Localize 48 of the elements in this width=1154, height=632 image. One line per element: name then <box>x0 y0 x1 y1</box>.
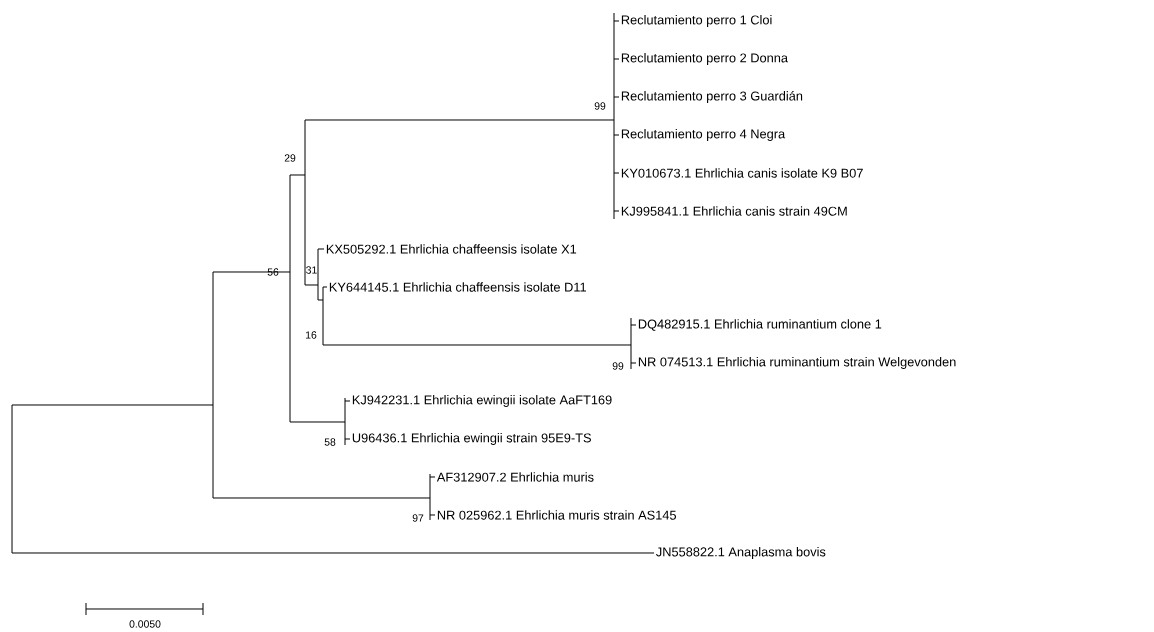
branch-line <box>630 324 637 326</box>
branch-line <box>613 210 620 212</box>
branch-line <box>613 20 620 22</box>
taxon-label: NR 074513.1 Ehrlichia ruminantium strain Welgevonden <box>638 357 956 369</box>
branch-line <box>304 119 615 121</box>
taxon-label: Reclutamiento perro 2 Donna <box>621 53 788 65</box>
branch-line <box>322 344 632 346</box>
taxon-label: AF312907.2 Ehrlichia muris <box>436 472 594 482</box>
branch-line <box>429 514 436 516</box>
taxon-label: NR 025962.1 Ehrlichia muris strain AS145 <box>437 510 676 520</box>
branch-line <box>429 476 436 478</box>
taxon-label: KY644145.1 Ehrlichia chaffeensis isolate D11 <box>329 282 586 292</box>
branch-line <box>11 404 214 406</box>
taxon-label: KJ995841.1 Ehrlichia canis strain 49CM <box>621 206 847 216</box>
branch-line <box>344 438 351 440</box>
branch-line <box>304 284 319 286</box>
taxon-label: Reclutamiento perro 1 Cloi <box>621 15 772 27</box>
taxon-label: Reclutamiento perro 4 Negra <box>621 129 786 141</box>
branch-line <box>11 552 655 554</box>
scale-label: 0.0050 <box>129 620 161 628</box>
branch-line <box>317 248 325 250</box>
branch-line <box>613 134 620 136</box>
bootstrap-value: 99 <box>594 102 606 110</box>
bootstrap-value: 58 <box>324 438 336 446</box>
bootstrap-value: 99 <box>612 362 624 370</box>
branch-line <box>289 421 346 423</box>
taxon-label: KY010673.1 Ehrlichia canis isolate K9 B07 <box>621 168 863 178</box>
taxon-label: JN558822.1 Anaplasma bovis <box>656 547 826 559</box>
branch-line <box>212 271 291 273</box>
branch-line <box>212 497 431 499</box>
bootstrap-value: 29 <box>284 154 296 162</box>
branch-line <box>630 362 637 364</box>
taxon-label: KJ942231.1 Ehrlichia ewingii isolate AaFT169 <box>352 395 612 407</box>
branch-line <box>613 172 620 174</box>
taxon-label: Reclutamiento perro 3 Guardián <box>621 90 803 104</box>
branch-line <box>289 174 306 176</box>
taxon-label: U96436.1 Ehrlichia ewingii strain 95E9-TS <box>352 433 591 445</box>
branch-line <box>317 299 324 301</box>
branch-line <box>613 58 620 60</box>
taxon-label: KX505292.1 Ehrlichia chaffeensis isolate X1 <box>326 244 577 254</box>
taxon-label: DQ482915.1 Ehrlichia ruminantium clone 1 <box>638 319 882 331</box>
bootstrap-value: 31 <box>306 266 317 274</box>
branch-line <box>613 96 620 98</box>
bootstrap-value: 56 <box>267 268 279 276</box>
branch-line <box>344 400 351 402</box>
bootstrap-value: 97 <box>412 514 424 522</box>
bootstrap-value: 16 <box>306 331 317 339</box>
branch-line <box>322 286 328 288</box>
